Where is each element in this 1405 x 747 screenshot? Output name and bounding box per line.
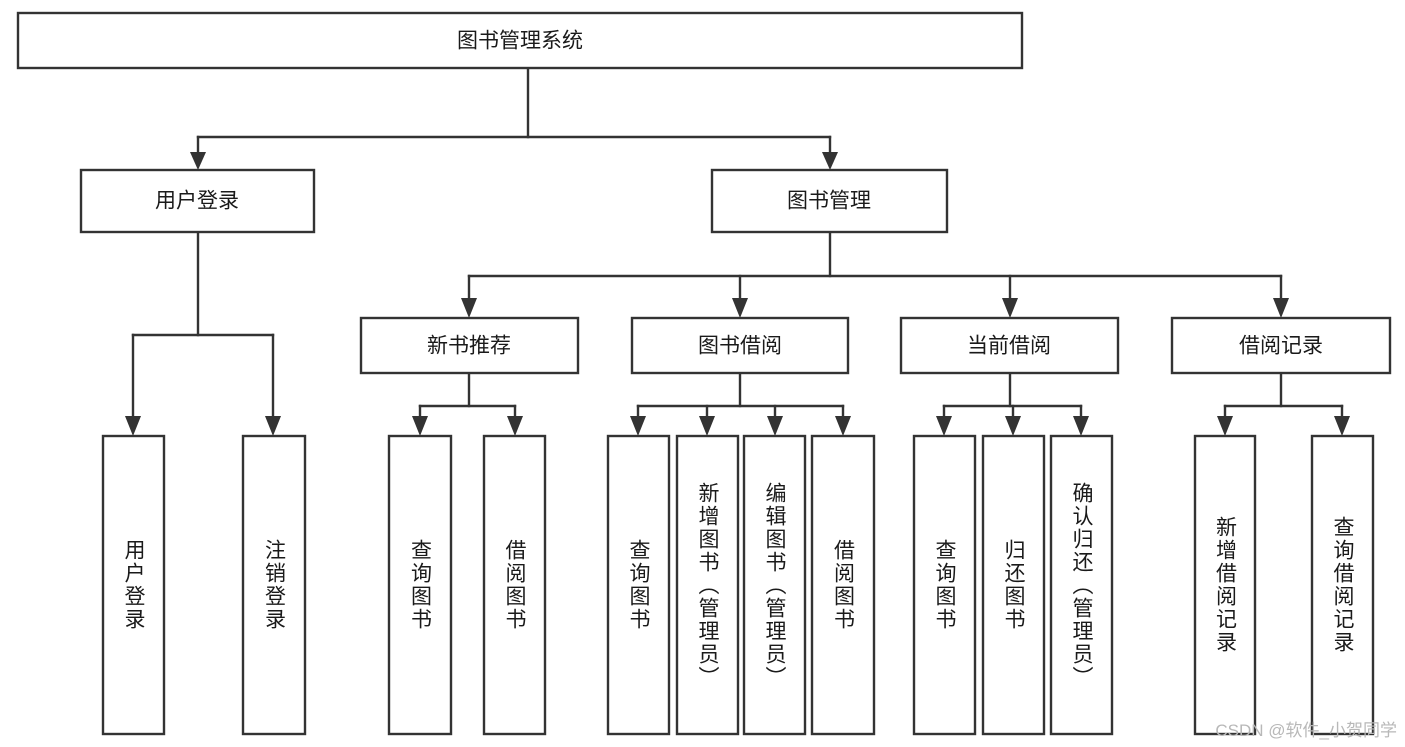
arrow-head-leaf-query-record <box>1334 416 1350 436</box>
node-leaf-query-book-3[interactable] <box>912 434 977 736</box>
arrow-head-leaf-query-book-2 <box>630 416 646 436</box>
arrow-head-leaf-borrow-book-2 <box>835 416 851 436</box>
nodes-group: 图书管理系统 用户登录 图书管理 新书推荐 图书借阅 当前借阅 借阅记录 <box>16 11 1392 736</box>
node-leaf-query-book-2[interactable] <box>606 434 671 736</box>
node-book-manage[interactable] <box>710 168 949 234</box>
connectors-group <box>125 66 1350 436</box>
arrow-head-leaf-edit-book <box>767 416 783 436</box>
node-current-borrow[interactable] <box>899 316 1120 375</box>
arrow-head-leaf-user-login <box>125 416 141 436</box>
arrow-head-borrow-record <box>1273 298 1289 318</box>
arrow-head-leaf-query-book-1 <box>412 416 428 436</box>
node-root-label: 图书管理系统 <box>457 30 583 53</box>
arrow-head-current-borrow <box>1002 298 1018 318</box>
arrow-head-leaf-confirm-return <box>1073 416 1089 436</box>
arrow-head-leaf-borrow-book-1 <box>507 416 523 436</box>
node-new-book-recommend-label: 新书推荐 <box>427 335 511 358</box>
node-leaf-user-login[interactable] <box>101 434 166 736</box>
node-leaf-add-record[interactable] <box>1193 434 1257 736</box>
node-borrow-record[interactable] <box>1170 316 1392 375</box>
arrow-head-leaf-query-book-3 <box>936 416 952 436</box>
node-leaf-confirm-return[interactable] <box>1049 434 1114 736</box>
node-book-borrow[interactable] <box>630 316 850 375</box>
arrow-head-leaf-user-logout <box>265 416 281 436</box>
watermark-text: CSDN @软件_小贺同学 <box>1215 721 1397 740</box>
node-borrow-record-label: 借阅记录 <box>1239 335 1323 358</box>
node-book-borrow-label: 图书借阅 <box>698 335 782 358</box>
arrow-head-user-login <box>190 152 206 170</box>
node-leaf-return-book[interactable] <box>981 434 1046 736</box>
arrow-head-book-borrow <box>732 298 748 318</box>
arrow-head-leaf-return-book <box>1005 416 1021 436</box>
node-leaf-query-book-1[interactable] <box>387 434 453 736</box>
arrow-head-book-manage <box>822 152 838 170</box>
node-book-manage-label: 图书管理 <box>787 190 871 213</box>
node-root[interactable] <box>16 11 1024 70</box>
node-new-book-recommend[interactable] <box>359 316 580 375</box>
node-current-borrow-label: 当前借阅 <box>967 335 1051 358</box>
node-leaf-user-logout[interactable] <box>241 434 307 736</box>
arrow-head-leaf-add-record <box>1217 416 1233 436</box>
arrow-head-leaf-add-book <box>699 416 715 436</box>
node-leaf-edit-book[interactable] <box>742 434 807 736</box>
node-user-login-label: 用户登录 <box>155 190 239 213</box>
node-leaf-add-book[interactable] <box>675 434 740 736</box>
arrow-head-new-book-recommend <box>461 298 477 318</box>
node-leaf-borrow-book-1[interactable] <box>482 434 547 736</box>
node-leaf-query-record[interactable] <box>1310 434 1375 736</box>
node-user-login[interactable] <box>79 168 316 234</box>
node-leaf-borrow-book-2[interactable] <box>810 434 876 736</box>
